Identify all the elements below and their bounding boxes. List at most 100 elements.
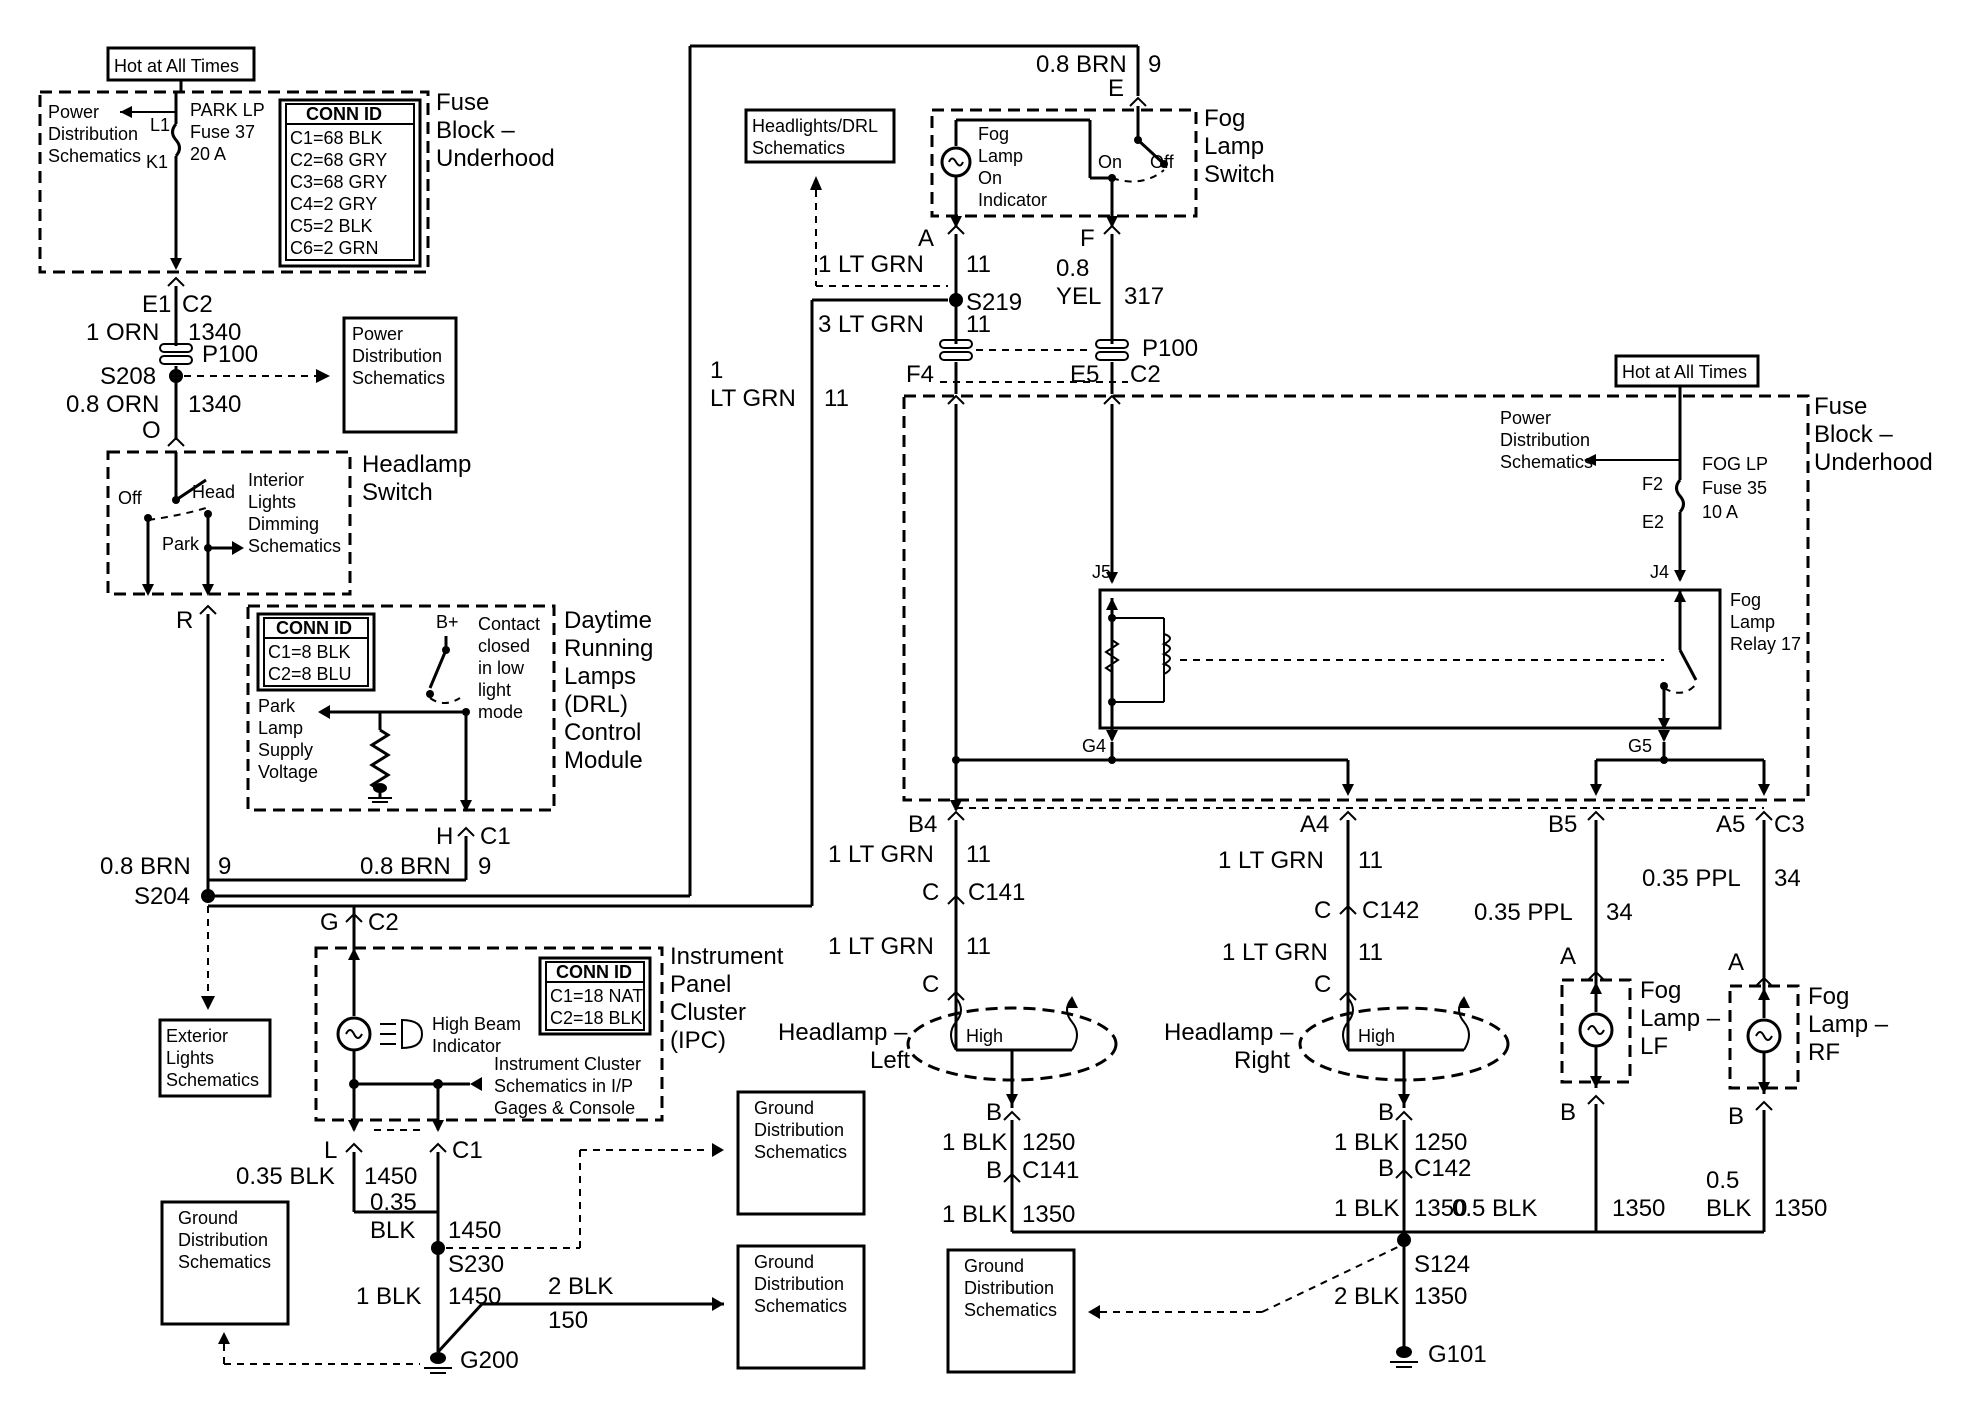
svg-text:Right: Right bbox=[1234, 1047, 1290, 1074]
svg-text:Supply: Supply bbox=[258, 740, 313, 760]
fog-lamp-switch-contact bbox=[1136, 138, 1166, 166]
svg-text:Control: Control bbox=[564, 719, 641, 746]
svg-text:1 BLK: 1 BLK bbox=[356, 1283, 421, 1310]
svg-text:Fog: Fog bbox=[978, 124, 1009, 144]
headlamp-switch-contact bbox=[175, 478, 207, 502]
svg-text:0.8: 0.8 bbox=[1056, 255, 1089, 282]
park-lp-fuse-label: PARK LP bbox=[190, 100, 265, 120]
svg-text:L: L bbox=[324, 1137, 337, 1164]
instrument-panel-cluster bbox=[314, 946, 664, 1122]
svg-text:Hot at All Times: Hot at All Times bbox=[1622, 362, 1747, 382]
svg-text:mode: mode bbox=[478, 702, 523, 722]
svg-text:Schematics: Schematics bbox=[48, 146, 141, 166]
s219-splice bbox=[949, 293, 963, 307]
svg-text:1 BLK: 1 BLK bbox=[942, 1129, 1007, 1156]
svg-text:1 LT GRN: 1 LT GRN bbox=[828, 933, 934, 960]
svg-text:C142: C142 bbox=[1414, 1155, 1471, 1182]
svg-text:Interior: Interior bbox=[248, 470, 304, 490]
svg-text:O: O bbox=[142, 417, 161, 444]
svg-text:11: 11 bbox=[966, 311, 991, 338]
svg-text:1350: 1350 bbox=[1612, 1195, 1665, 1222]
svg-text:C141: C141 bbox=[1022, 1157, 1079, 1184]
svg-text:Underhood: Underhood bbox=[1814, 449, 1933, 476]
exterior-lights-schematics-box bbox=[158, 1018, 272, 1098]
svg-text:Distribution: Distribution bbox=[1500, 430, 1590, 450]
svg-text:1450: 1450 bbox=[364, 1163, 417, 1190]
svg-text:CONN ID: CONN ID bbox=[306, 104, 382, 124]
svg-text:1350: 1350 bbox=[1414, 1195, 1467, 1222]
svg-text:Ground: Ground bbox=[754, 1252, 814, 1272]
svg-text:9: 9 bbox=[478, 853, 491, 880]
svg-text:Fog: Fog bbox=[1640, 977, 1681, 1004]
svg-text:Off: Off bbox=[118, 488, 143, 508]
headlamp-left-filament-icon bbox=[950, 997, 962, 1051]
ground-distribution-schematics-box-4 bbox=[946, 1248, 1076, 1374]
svg-text:C142: C142 bbox=[1362, 897, 1419, 924]
svg-text:RF: RF bbox=[1808, 1039, 1840, 1066]
svg-text:Indicator: Indicator bbox=[432, 1036, 501, 1056]
svg-text:Fuse 35: Fuse 35 bbox=[1702, 478, 1767, 498]
svg-text:Underhood: Underhood bbox=[436, 145, 555, 172]
svg-text:H: H bbox=[436, 823, 453, 850]
conn-id-box-ipc bbox=[538, 956, 652, 1036]
svg-text:C3: C3 bbox=[1774, 811, 1805, 838]
svg-text:Exterior: Exterior bbox=[166, 1026, 228, 1046]
svg-text:G200: G200 bbox=[460, 1347, 519, 1374]
svg-text:34: 34 bbox=[1774, 865, 1801, 892]
svg-text:G5: G5 bbox=[1628, 736, 1652, 756]
svg-text:Ground: Ground bbox=[178, 1208, 238, 1228]
g200-ground-icon bbox=[430, 1352, 446, 1364]
svg-text:Lights: Lights bbox=[248, 492, 296, 512]
svg-text:1350: 1350 bbox=[1414, 1283, 1467, 1310]
svg-text:1450: 1450 bbox=[448, 1283, 501, 1310]
svg-text:C3=68 GRY: C3=68 GRY bbox=[290, 172, 387, 192]
svg-text:Panel: Panel bbox=[670, 971, 731, 998]
fog-lamp-rf bbox=[1728, 984, 1800, 1090]
svg-text:1350: 1350 bbox=[1022, 1201, 1075, 1228]
svg-text:Fog: Fog bbox=[1204, 105, 1245, 132]
relay-coil-icon bbox=[1161, 633, 1171, 675]
svg-text:S230: S230 bbox=[448, 1251, 504, 1278]
svg-text:Power: Power bbox=[352, 324, 403, 344]
svg-text:Indicator: Indicator bbox=[978, 190, 1047, 210]
svg-text:Head: Head bbox=[192, 482, 235, 502]
svg-text:Lamps: Lamps bbox=[564, 663, 636, 690]
headlamp-switch bbox=[106, 450, 352, 596]
svg-text:0.5: 0.5 bbox=[1706, 1167, 1739, 1194]
svg-text:Schematics: Schematics bbox=[964, 1300, 1057, 1320]
svg-text:Schematics in I/P: Schematics in I/P bbox=[494, 1076, 633, 1096]
high-beam-icon bbox=[401, 1018, 424, 1050]
svg-text:0.35 PPL: 0.35 PPL bbox=[1474, 899, 1573, 926]
svg-text:CONN ID: CONN ID bbox=[276, 618, 352, 638]
svg-text:0.8 ORN: 0.8 ORN bbox=[66, 391, 159, 418]
fuse-block-title: Fuse bbox=[436, 89, 489, 116]
svg-text:(IPC): (IPC) bbox=[670, 1027, 726, 1054]
svg-text:Block –: Block – bbox=[1814, 421, 1893, 448]
svg-text:1250: 1250 bbox=[1414, 1129, 1467, 1156]
svg-text:B: B bbox=[1378, 1155, 1394, 1182]
svg-text:B: B bbox=[1560, 1099, 1576, 1126]
svg-text:Schematics: Schematics bbox=[248, 536, 341, 556]
svg-text:Dimming: Dimming bbox=[248, 514, 319, 534]
svg-text:Schematics: Schematics bbox=[1500, 452, 1593, 472]
svg-text:Daytime: Daytime bbox=[564, 607, 652, 634]
svg-text:G4: G4 bbox=[1082, 736, 1106, 756]
svg-text:0.35 PPL: 0.35 PPL bbox=[1642, 865, 1741, 892]
svg-text:CONN ID: CONN ID bbox=[556, 962, 632, 982]
svg-text:Headlamp –: Headlamp – bbox=[1164, 1019, 1294, 1046]
drl-resistor-icon bbox=[369, 728, 391, 792]
svg-text:11: 11 bbox=[966, 841, 991, 868]
svg-text:Distribution: Distribution bbox=[964, 1278, 1054, 1298]
svg-text:Switch: Switch bbox=[362, 479, 433, 506]
svg-text:B: B bbox=[1378, 1099, 1394, 1126]
svg-text:A5: A5 bbox=[1716, 811, 1745, 838]
p100-connector: P100 bbox=[202, 341, 258, 368]
svg-text:BLK: BLK bbox=[1706, 1195, 1751, 1222]
svg-text:Fog: Fog bbox=[1808, 983, 1849, 1010]
svg-text:Voltage: Voltage bbox=[258, 762, 318, 782]
svg-text:B4: B4 bbox=[908, 811, 937, 838]
svg-text:S219: S219 bbox=[966, 289, 1022, 316]
svg-text:1450: 1450 bbox=[448, 1217, 501, 1244]
svg-text:Distribution: Distribution bbox=[754, 1274, 844, 1294]
